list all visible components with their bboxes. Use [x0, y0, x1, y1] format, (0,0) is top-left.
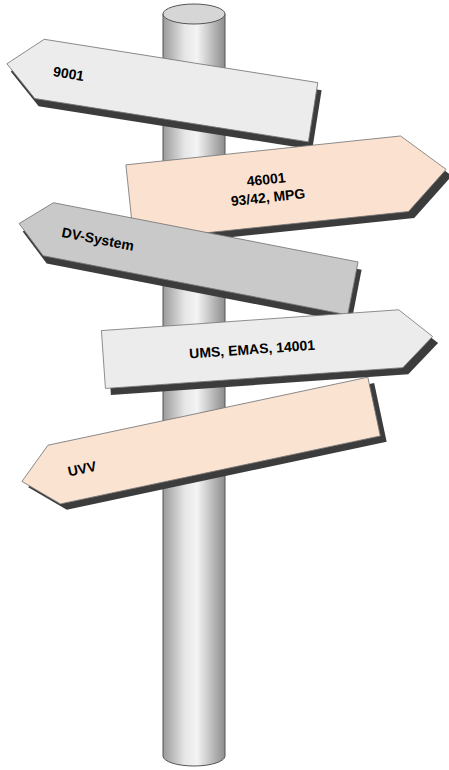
sign-label: DV-System — [60, 223, 135, 255]
direction-sign: 9001 — [2, 34, 318, 142]
sign-label: UVV — [66, 457, 98, 481]
sign-board — [126, 132, 449, 241]
direction-sign: UMS, EMAS, 14001 — [101, 308, 434, 389]
sign-label: 93/42, MPG — [230, 184, 306, 210]
sign-board — [14, 197, 358, 315]
sign-text-holder: UMS, EMAS, 14001 — [187, 316, 317, 383]
sign-board — [16, 377, 381, 511]
pole-top — [163, 4, 225, 24]
sign-label: 9001 — [52, 62, 86, 85]
sign-label: UMS, EMAS, 14001 — [189, 336, 316, 363]
sign-text-holder: 4600193/42, MPG — [226, 147, 308, 230]
sign-shape — [2, 34, 318, 142]
sign-board — [101, 308, 434, 389]
sign-board — [2, 34, 318, 142]
